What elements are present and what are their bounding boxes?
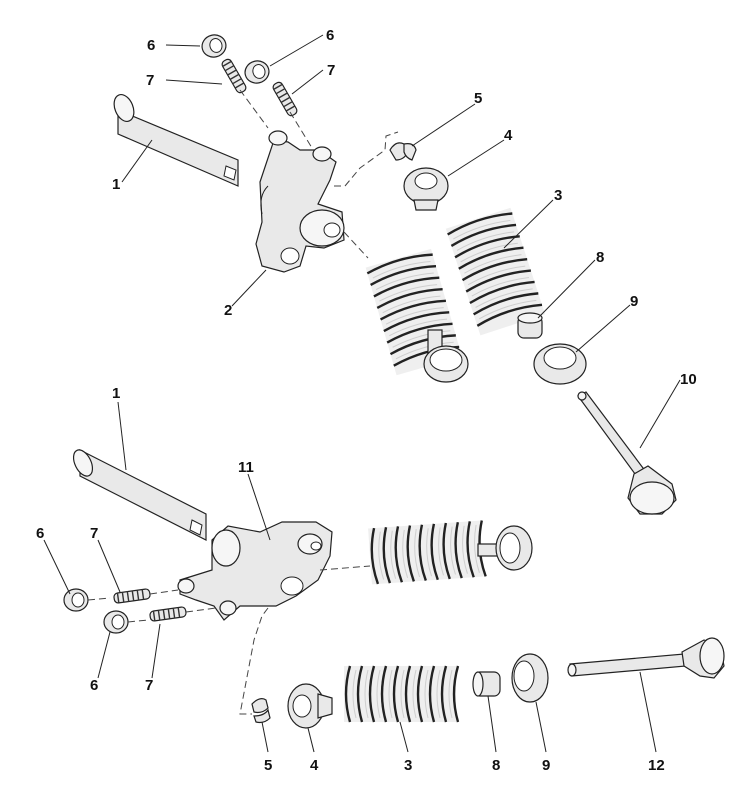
valve-collet xyxy=(251,698,271,724)
callout-8: 8 xyxy=(492,757,500,774)
rocker-arm xyxy=(255,130,345,273)
callout-7: 7 xyxy=(145,677,153,694)
spring-seat xyxy=(533,343,587,385)
spring-retainer xyxy=(403,167,449,211)
locknut xyxy=(198,31,230,61)
callout-8: 8 xyxy=(596,249,604,266)
rocker-arm xyxy=(177,521,333,621)
adjusting-screw xyxy=(270,80,300,118)
spring-retainer xyxy=(287,683,333,729)
valve xyxy=(577,391,677,515)
callout-7: 7 xyxy=(90,525,98,542)
rocker-shaft xyxy=(72,449,207,541)
callout-4: 4 xyxy=(310,757,319,774)
valve xyxy=(567,637,725,679)
callout-6: 6 xyxy=(90,677,98,694)
callout-6: 6 xyxy=(326,27,334,44)
valve-stem-seal xyxy=(517,312,543,339)
lower-callouts: 1 11 6 7 6 7 5 4 3 8 9 12 xyxy=(36,385,665,774)
callout-6: 6 xyxy=(147,37,155,54)
callout-7: 7 xyxy=(327,62,335,79)
valve-head xyxy=(423,329,469,383)
callout-2: 2 xyxy=(224,302,232,319)
upper-assembly: 6 6 7 7 5 4 3 8 9 10 1 2 xyxy=(112,27,697,515)
valve-spring xyxy=(366,519,487,586)
callout-12: 12 xyxy=(648,757,665,774)
spring-seat xyxy=(511,653,549,703)
callout-1: 1 xyxy=(112,385,120,402)
valve-head xyxy=(477,525,533,571)
callout-3: 3 xyxy=(404,757,412,774)
callout-1: 1 xyxy=(112,176,120,193)
callout-5: 5 xyxy=(264,757,272,774)
lower-assembly: 1 11 6 7 6 7 5 4 3 8 9 12 xyxy=(36,385,725,774)
upper-callouts: 6 6 7 7 5 4 3 8 9 10 1 2 xyxy=(112,27,697,449)
callout-7: 7 xyxy=(146,72,154,89)
adjusting-screw xyxy=(148,605,188,623)
callout-6: 6 xyxy=(36,525,44,542)
adjusting-screw xyxy=(219,57,249,95)
callout-5: 5 xyxy=(474,90,482,107)
valve-collet xyxy=(389,142,417,161)
rocker-shaft xyxy=(113,93,239,187)
callout-11: 11 xyxy=(238,459,254,476)
callout-9: 9 xyxy=(542,757,550,774)
locknut xyxy=(63,588,89,612)
valve-stem-seal xyxy=(472,671,501,697)
callout-3: 3 xyxy=(554,187,562,204)
valve-spring xyxy=(342,664,460,724)
locknut xyxy=(103,610,129,634)
callout-4: 4 xyxy=(504,127,513,144)
callout-9: 9 xyxy=(630,293,638,310)
callout-10: 10 xyxy=(680,371,697,388)
locknut xyxy=(241,57,273,87)
